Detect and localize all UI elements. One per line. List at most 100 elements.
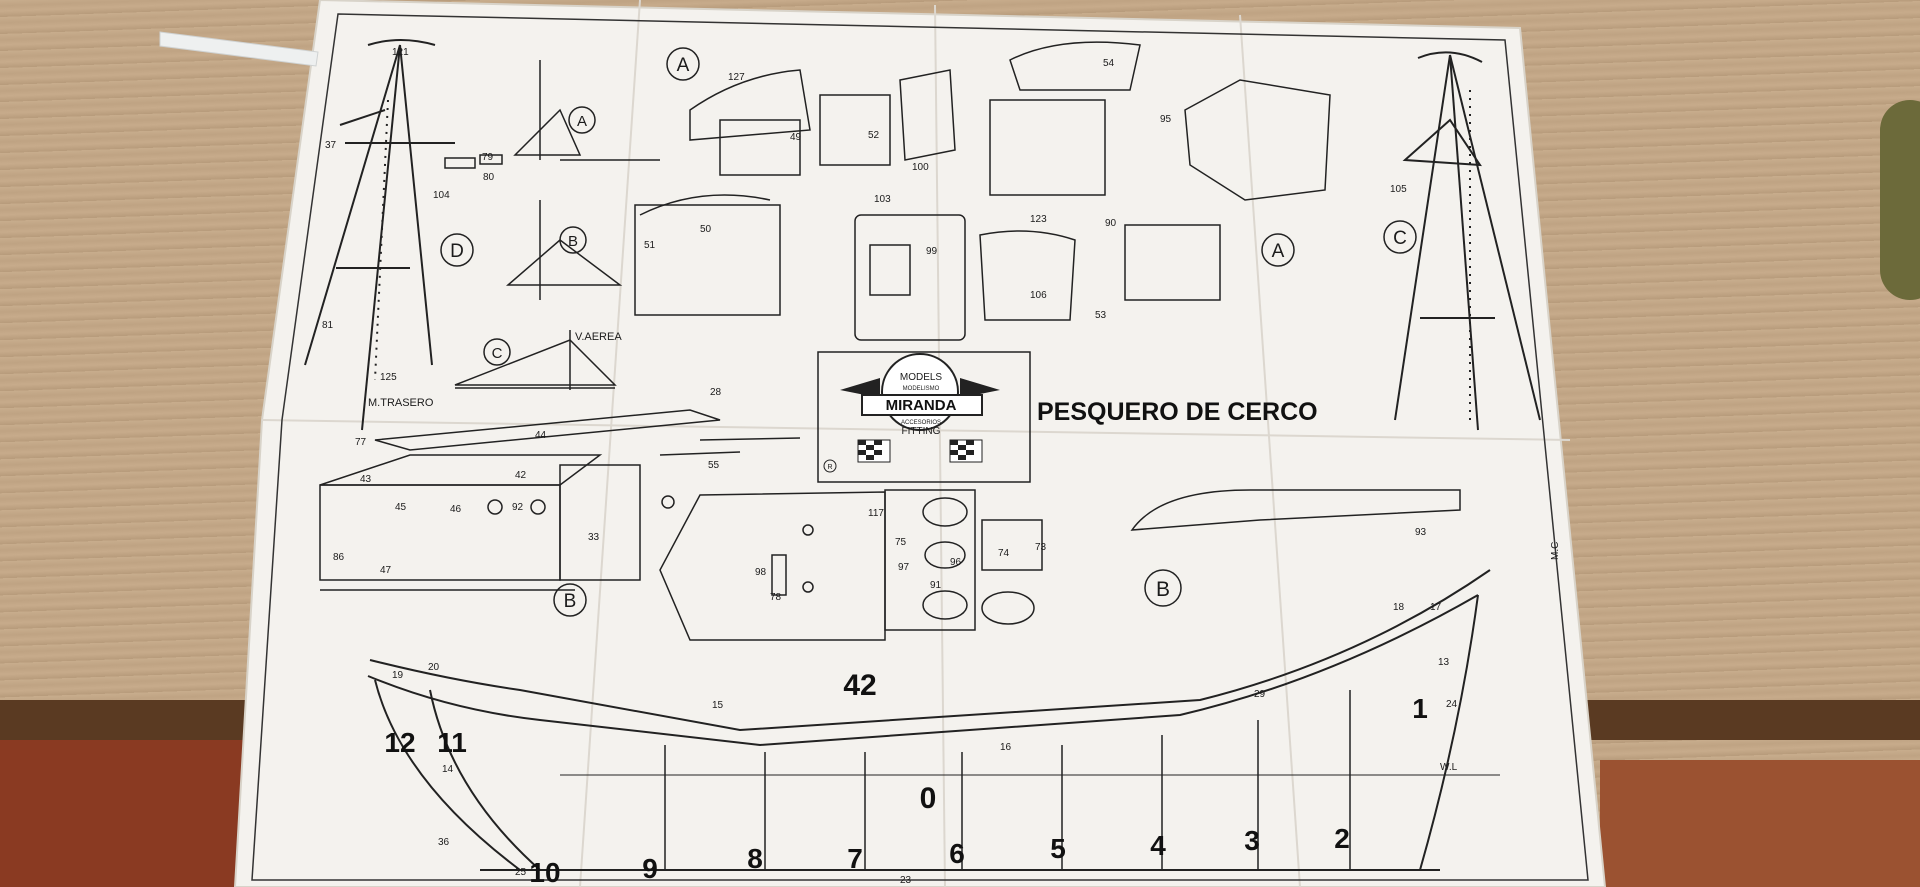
station-number: 9: [642, 853, 658, 884]
detail-letter: B: [1156, 578, 1170, 601]
part-number: 16: [1000, 742, 1012, 753]
part-number: 121: [392, 47, 409, 58]
part-number: 106: [1030, 290, 1047, 301]
part-number: 19: [392, 670, 404, 681]
tile-floor-left: [0, 740, 260, 887]
station-number: 12: [384, 727, 415, 758]
part-number: 104: [433, 190, 450, 201]
part-number: 54: [1103, 58, 1115, 69]
part-number: 92: [512, 502, 524, 513]
part-number: 79: [482, 152, 494, 163]
part-number: 75: [895, 537, 907, 548]
station-number: 8: [747, 843, 763, 874]
part-number: 43: [360, 474, 372, 485]
deckhouse-drawing: [319, 409, 801, 591]
part-number: 36: [438, 837, 450, 848]
brand-top: MODELS: [900, 372, 943, 383]
part-number: 117: [868, 508, 884, 519]
station-number: 10: [529, 857, 560, 887]
part-number: 51: [644, 240, 656, 251]
part-number: 14: [442, 764, 454, 775]
part-number: 50: [700, 224, 712, 235]
part-number: 80: [483, 172, 495, 183]
fore-mast-drawing: [1394, 51, 1541, 431]
brand-small-bottom: ACCESORIOS: [901, 420, 941, 426]
rear-mast-drawing: [304, 39, 455, 431]
part-number: 98: [755, 567, 767, 578]
part-number: 42: [515, 470, 527, 481]
part-number: 123: [1030, 214, 1047, 225]
detail-letters: A A A B B B C C D: [440, 47, 1417, 617]
part-number: 47: [380, 565, 392, 576]
station-number: 7: [847, 843, 863, 874]
brand-small-top: MODELISMO: [903, 386, 940, 392]
part-number: 29: [1254, 689, 1266, 700]
part-number: 55: [708, 460, 720, 471]
part-number: 99: [926, 246, 938, 257]
aerial-label: V.AEREA: [575, 331, 622, 343]
station-number: 11: [437, 727, 467, 758]
brand-logo: MODELS MODELISMO MIRANDA ACCESORIOS FITT…: [817, 351, 1031, 483]
detail-letter: C: [1393, 228, 1407, 249]
part-number: 37: [325, 140, 337, 151]
station-lines: [664, 690, 1351, 870]
part-number: 93: [1415, 527, 1427, 538]
station-number: 5: [1050, 833, 1066, 864]
brand-name: MIRANDA: [886, 397, 957, 414]
rear-mast-label: M.TRASERO: [368, 397, 434, 409]
part-number: 73: [1035, 542, 1047, 553]
part-number: 44: [535, 430, 547, 441]
part-number: 23: [900, 875, 912, 886]
plant-leaf: [1880, 100, 1920, 300]
part-42-label: 42: [843, 669, 876, 702]
station-number: 1: [1412, 693, 1428, 724]
part-number: 46: [450, 504, 462, 515]
part-number: 18: [1393, 602, 1405, 613]
hull-profile: [367, 569, 1500, 871]
part-number: 20: [428, 662, 440, 673]
station-number: 4: [1150, 830, 1166, 861]
detail-letter: D: [450, 241, 464, 262]
part-number: 103: [874, 194, 891, 205]
paper: [233, 0, 1607, 887]
detail-letter: A: [577, 113, 587, 130]
part-number: 17: [1430, 602, 1442, 613]
part-number: 28: [710, 387, 722, 398]
initials-label: M.C: [1550, 542, 1561, 560]
part-number: 24: [1446, 699, 1458, 710]
part-number: 15: [712, 700, 724, 711]
part-numbers: 121 37 104 80 79 81 125 77 28 55 44 42 4…: [322, 47, 1458, 886]
detail-letter: B: [564, 591, 577, 612]
detail-letter: A: [677, 55, 690, 76]
part-number: 77: [355, 437, 367, 448]
plan-title: PESQUERO DE CERCO: [1037, 398, 1318, 426]
station-number: 0: [920, 782, 937, 815]
detail-letter: A: [1272, 241, 1285, 262]
part-number: 33: [588, 532, 600, 543]
wheelhouse-parts: [634, 41, 1331, 341]
part-number: 25: [515, 867, 527, 878]
station-number: 2: [1334, 823, 1350, 854]
part-number: 74: [998, 548, 1010, 559]
station-number: 3: [1244, 825, 1260, 856]
station-numbers: 12 11 10 9 8 7 6 5 4 3 2 1 0 42: [384, 669, 1427, 887]
part-number: 91: [930, 580, 942, 591]
waterline-label: W.L: [1440, 762, 1458, 773]
registered-mark: R: [827, 464, 832, 471]
brand-bottom: FITTING: [902, 426, 941, 437]
part-number: 100: [912, 162, 929, 173]
tape-strip: [159, 31, 319, 67]
part-number: 45: [395, 502, 407, 513]
part-number: 78: [770, 592, 782, 603]
part-number: 53: [1095, 310, 1107, 321]
part-number: 52: [868, 130, 880, 141]
part-number: 97: [898, 562, 910, 573]
part-number: 125: [380, 372, 397, 383]
part-number: 96: [950, 557, 962, 568]
detail-letter: B: [568, 233, 578, 250]
deck-plan: [659, 489, 1461, 641]
part-number: 81: [322, 320, 334, 331]
part-number: 86: [333, 552, 345, 563]
detail-letter: C: [492, 345, 503, 362]
